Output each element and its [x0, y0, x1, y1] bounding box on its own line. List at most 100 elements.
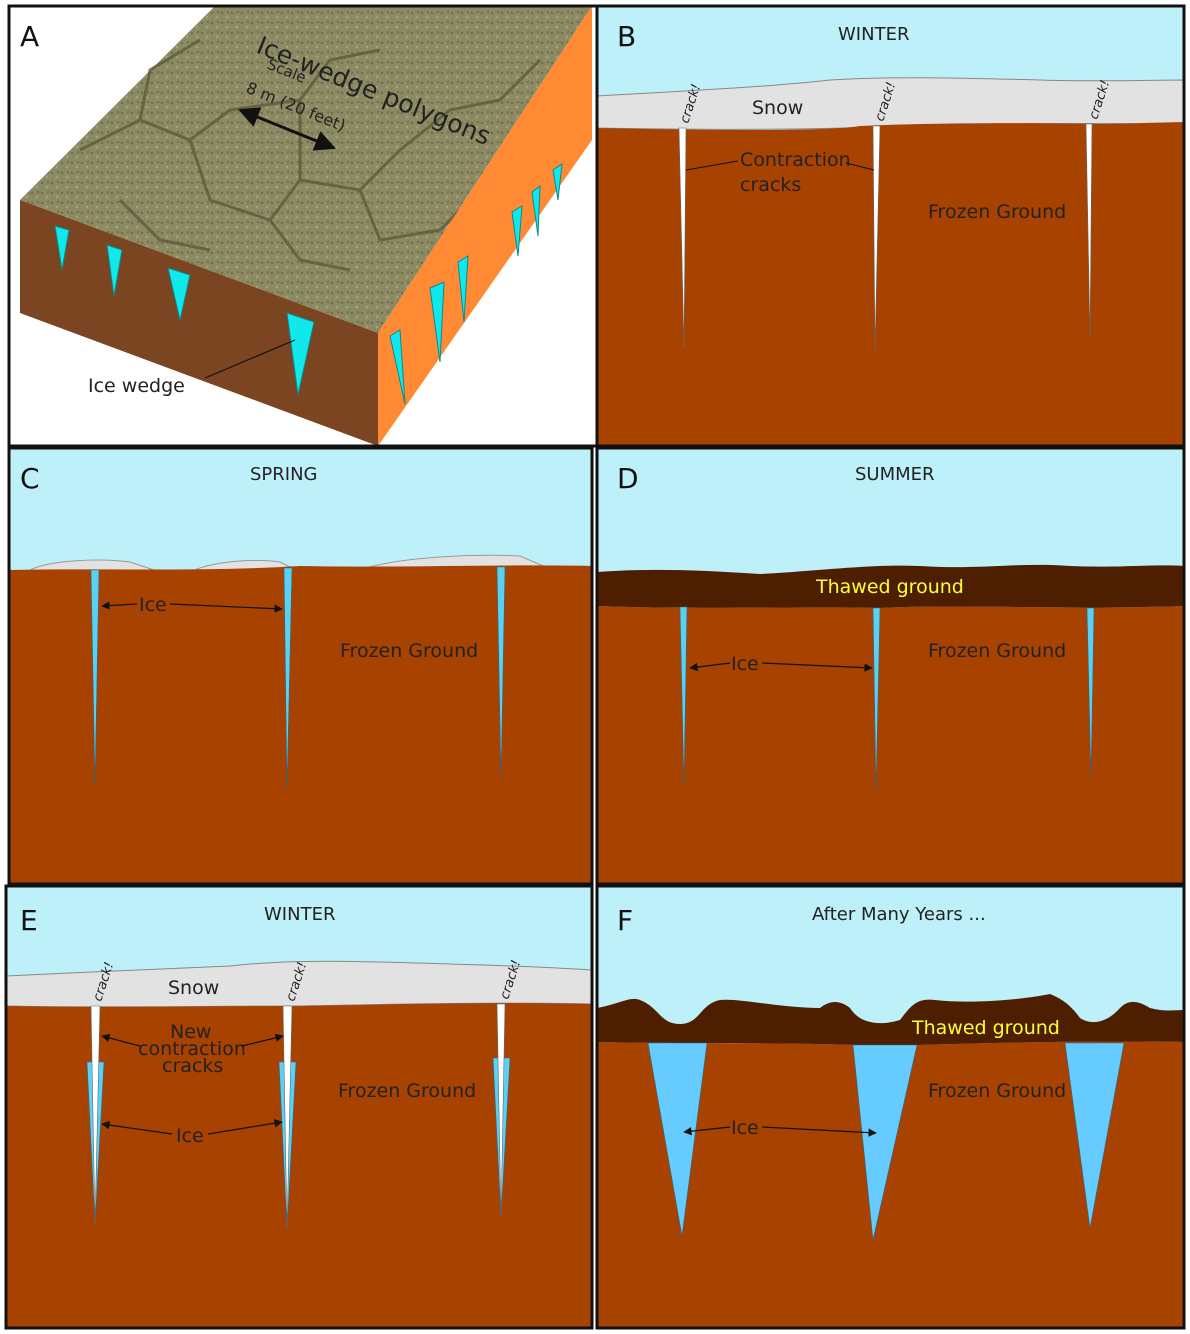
ice-wedge [852, 1044, 918, 1241]
crack-white [496, 1003, 506, 1219]
crack-white [872, 125, 881, 351]
panel-d-frame [595, 446, 1186, 886]
frozen-ground-label: Frozen Ground [340, 640, 478, 662]
thawed-ground-label: Thawed ground [815, 576, 964, 598]
new-cracks-line3: cracks [162, 1055, 223, 1077]
ice-veins [90, 566, 506, 789]
side-ice-wedges [389, 162, 563, 405]
ice-label: Ice [731, 1117, 759, 1139]
panel-letter-f: F [617, 904, 633, 937]
front-wedge [106, 244, 123, 297]
ice-wedge-leader [204, 339, 296, 379]
thawed-ground-label: Thawed ground [911, 1017, 1060, 1039]
contraction-cracks [678, 123, 1093, 351]
ice-wedge-label: Ice wedge [88, 375, 185, 397]
season-label: SPRING [250, 464, 318, 485]
front-wedge [286, 312, 315, 396]
ice-arrow [761, 662, 873, 672]
frozen-ground-label: Frozen Ground [338, 1080, 476, 1102]
side-wedge [531, 184, 541, 237]
ice-arrow [207, 1119, 283, 1135]
crack-white [90, 1005, 101, 1226]
frozen-ground-label: Frozen Ground [928, 1080, 1066, 1102]
snow-patch [29, 559, 161, 573]
ice-arrow [169, 603, 283, 613]
panel-a: Scale 8 m (20 feet) Ice-wedge polygons I… [7, 4, 599, 448]
frozen-ground [597, 1041, 1184, 1328]
panel-letter-b: B [617, 20, 636, 53]
front-ice-wedges [54, 225, 315, 396]
panel-letter-e: E [20, 904, 38, 937]
frozen-ground [6, 1003, 592, 1328]
season-label: WINTER [838, 24, 909, 45]
crack-arrow [101, 1033, 141, 1047]
ice-label: Ice [176, 1125, 204, 1147]
frozen-ground [9, 565, 592, 884]
snow-layer [5, 960, 593, 1008]
panel-c-frame [7, 446, 594, 886]
crack-white [678, 127, 687, 349]
side-wedge [511, 205, 523, 257]
new-cracks-line1: New [170, 1021, 211, 1043]
ice-label: Ice [731, 653, 759, 675]
ice-vein [872, 607, 881, 791]
ice-wedges [647, 1042, 1125, 1241]
season-label: SUMMER [855, 464, 935, 485]
crack-white [1085, 123, 1093, 339]
side-wedge [389, 329, 406, 405]
ice-vein [1086, 607, 1095, 779]
ice-arrow [689, 662, 731, 672]
panel-letter-c: C [20, 462, 40, 495]
front-wedge [167, 267, 191, 321]
season-label: After Many Years ... [812, 904, 986, 925]
panel-d: Ice Thawed ground Frozen Ground SUMMER D [595, 446, 1186, 886]
crack-arrow [241, 1033, 284, 1047]
snow-label: Snow [168, 977, 219, 999]
panel-c: Ice Frozen Ground SPRING C [7, 446, 594, 886]
snow-layer [596, 77, 1185, 130]
block-side-face [378, 6, 592, 446]
ice-arrow [101, 1120, 173, 1135]
panel-b-frame [595, 4, 1186, 448]
side-wedge [457, 255, 469, 323]
ice-vein [283, 567, 293, 789]
new-contraction-cracks [90, 1003, 506, 1231]
ice-vein [90, 569, 100, 786]
panel-f-frame [595, 884, 1186, 1330]
panel-f: Ice Thawed ground Frozen Ground After Ma… [595, 884, 1186, 1330]
ice-arrow [761, 1126, 877, 1137]
panel-letter-a: A [20, 20, 39, 53]
ice-wedge [647, 1042, 708, 1237]
ice-label: Ice [139, 594, 167, 616]
ice-vein [679, 606, 688, 787]
side-wedge [429, 281, 445, 363]
scale-arrow [238, 107, 336, 151]
contraction-label-line2: cracks [740, 174, 801, 196]
front-wedge [54, 225, 70, 271]
frozen-ground-label: Frozen Ground [928, 201, 1066, 223]
thawed-ground [597, 994, 1184, 1046]
crack-white [282, 1005, 293, 1231]
panel-b: crack! crack! crack! Snow Contraction cr… [595, 4, 1186, 448]
snow-label: Snow [752, 97, 803, 119]
panel-e-frame [4, 884, 594, 1330]
ice-arrow [101, 601, 138, 610]
season-label: WINTER [264, 904, 335, 925]
frozen-ground [597, 606, 1184, 884]
panel-e: crack! crack! crack! Snow New contractio… [4, 884, 594, 1330]
ice-arrow [683, 1126, 731, 1136]
frozen-ground [597, 122, 1184, 446]
leader-line [685, 160, 739, 171]
ice-veins [679, 606, 1095, 791]
leader-line [845, 162, 875, 171]
contraction-label-line1: Contraction [740, 149, 851, 171]
ice-vein [496, 566, 506, 779]
new-cracks-line2: contraction [138, 1038, 246, 1060]
side-wedge [552, 162, 563, 201]
block-top-surface [20, 6, 592, 333]
ice-wedge [1064, 1042, 1125, 1229]
thawed-ground [597, 564, 1184, 608]
panel-letter-d: D [617, 462, 639, 495]
frozen-ground-label: Frozen Ground [928, 640, 1066, 662]
